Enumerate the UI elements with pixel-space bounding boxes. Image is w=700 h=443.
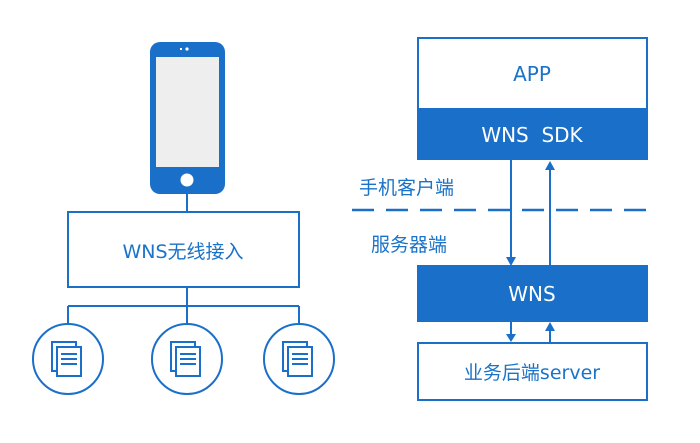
wns-box: WNS <box>417 265 648 322</box>
smartphone-icon <box>150 42 225 194</box>
server-side-label: 服务器端 <box>371 234 447 256</box>
server-icon <box>51 341 82 377</box>
wns-label: WNS <box>508 282 555 306</box>
server-icon <box>282 341 313 377</box>
wns-access-label: WNS无线接入 <box>122 241 243 263</box>
backend-down-arrow <box>506 321 516 342</box>
backend-server-box: 业务后端server <box>417 342 648 401</box>
downlink-arrow <box>506 159 516 266</box>
client-side-label: 手机客户端 <box>359 177 454 199</box>
app-box: APP <box>417 37 648 110</box>
wns-access-box: WNS无线接入 <box>67 211 300 288</box>
server-node-3 <box>263 323 335 395</box>
server-node-2 <box>151 323 223 395</box>
tree-connector <box>67 287 300 324</box>
server-icon <box>170 341 201 377</box>
wns-sdk-box: WNS SDK <box>417 108 648 160</box>
backend-server-label: 业务后端server <box>464 362 600 384</box>
wns-sdk-label: WNS SDK <box>481 123 583 147</box>
app-label: APP <box>513 62 551 86</box>
server-node-1 <box>32 323 104 395</box>
backend-up-arrow <box>545 322 555 343</box>
uplink-arrow <box>545 161 555 266</box>
